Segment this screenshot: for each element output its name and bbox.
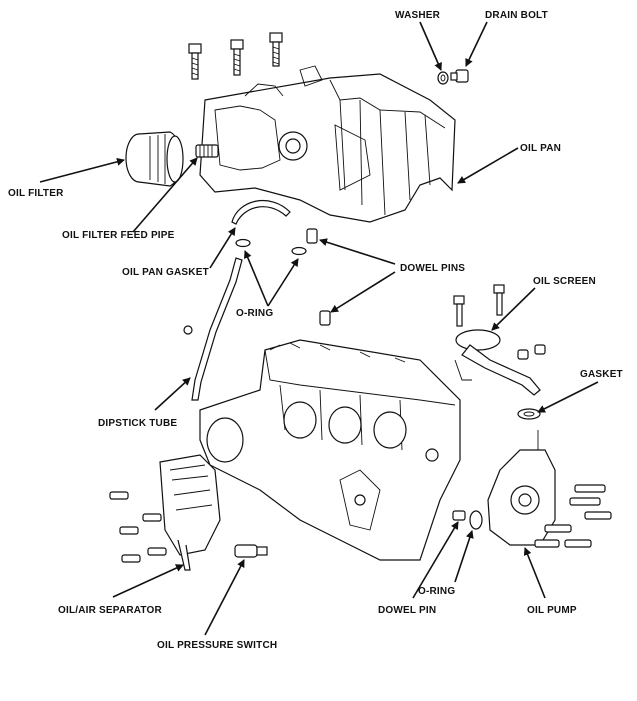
- engine-block-part: [199, 339, 461, 561]
- oil-pump-part: [487, 430, 556, 546]
- label-gasket: GASKET: [580, 369, 623, 380]
- label-oil-pan: OIL PAN: [520, 143, 561, 154]
- oil-air-separator-part: [159, 454, 221, 571]
- drain-bolt-part: [450, 69, 469, 83]
- dowel-pin-bottom-part: [452, 510, 466, 521]
- dowel-pin-top-1: [306, 228, 318, 244]
- label-oil-pump: OIL PUMP: [527, 605, 577, 616]
- oil-filter-feed-pipe-part: [195, 144, 219, 158]
- oil-screen-nut-2: [534, 344, 546, 355]
- label-o-ring-bottom: O-RING: [418, 586, 455, 597]
- oil-pan-gasket-part: [231, 199, 291, 225]
- separator-bolt-3: [142, 513, 162, 522]
- separator-bolt-2: [119, 526, 139, 535]
- label-dowel-pin: DOWEL PIN: [378, 605, 436, 616]
- label-oil-filter-feed-pipe: OIL FILTER FEED PIPE: [62, 230, 175, 241]
- label-oil-screen: OIL SCREEN: [533, 276, 596, 287]
- label-dipstick-tube: DIPSTICK TUBE: [98, 418, 177, 429]
- oil-screen-part: [454, 329, 541, 396]
- dowel-pin-top-2: [319, 310, 331, 326]
- oil-pump-bolt-4: [544, 524, 572, 533]
- oil-pump-bolt-2: [569, 497, 601, 506]
- oil-pan-bolt-2: [230, 39, 244, 76]
- o-ring-top-1: [235, 238, 251, 248]
- o-ring-top-2: [291, 246, 307, 256]
- dipstick-tube-part: [183, 257, 243, 401]
- separator-bolt-4: [121, 554, 141, 563]
- oil-pan-bolt-1: [188, 43, 202, 80]
- oil-screen-bolt-1: [453, 295, 465, 327]
- separator-bolt-1: [109, 491, 129, 500]
- label-oil-pressure-switch: OIL PRESSURE SWITCH: [157, 640, 277, 651]
- leader-lines: [39, 21, 599, 636]
- label-washer: WASHER: [395, 10, 441, 21]
- oil-pan-part: [199, 65, 456, 223]
- label-oil-pan-gasket: OIL PAN GASKET: [122, 267, 209, 278]
- oil-pump-bolt-1: [574, 484, 606, 493]
- oil-pump-bolt-3: [584, 511, 612, 520]
- label-dowel-pins: DOWEL PINS: [400, 263, 465, 274]
- oil-screen-nut-1: [517, 349, 529, 360]
- label-drain-bolt: DRAIN BOLT: [485, 10, 548, 21]
- gasket-part: [517, 408, 541, 420]
- separator-bolt-5: [147, 547, 167, 556]
- oil-pressure-switch-part: [234, 544, 268, 558]
- oil-pan-bolt-3: [269, 32, 283, 67]
- label-oil-air-separator: OIL/AIR SEPARATOR: [58, 605, 163, 616]
- label-o-ring-top: O-RING: [236, 308, 273, 319]
- o-ring-bottom-part: [469, 510, 483, 530]
- oil-pump-bolt-6: [534, 539, 560, 548]
- oil-screen-bolt-2: [493, 284, 505, 316]
- oil-filter-part: [125, 131, 184, 187]
- label-oil-filter: OIL FILTER: [8, 188, 64, 199]
- oil-pump-bolt-5: [564, 539, 592, 548]
- washer-part: [437, 71, 449, 85]
